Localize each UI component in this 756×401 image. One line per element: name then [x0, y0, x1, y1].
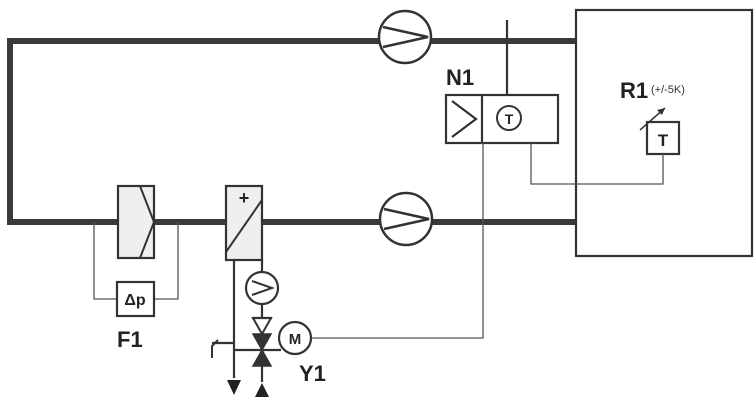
- f1-label: F1: [117, 327, 143, 352]
- n1-temperature-controller: T N1: [444, 20, 560, 145]
- r1-symbol: T: [658, 131, 669, 150]
- fan-top-icon: [377, 9, 433, 65]
- check-valve-icon: [251, 317, 273, 337]
- r1-label: R1: [620, 78, 648, 103]
- motor-icon: [277, 320, 313, 356]
- signal-n1-to-motor: [312, 143, 484, 339]
- f1-symbol: Δp: [124, 292, 146, 309]
- flow-out-arrow-icon: [227, 380, 241, 395]
- signal-r1-to-n1: [530, 143, 664, 185]
- motor-symbol: M: [289, 331, 302, 348]
- flow-in-arrow-icon: [255, 383, 269, 397]
- f1-box: [115, 280, 156, 318]
- f1-tap-left: [93, 222, 117, 300]
- fan-bottom-icon: [378, 191, 434, 247]
- signal-lines: [312, 143, 664, 339]
- water-circuit: [211, 260, 281, 397]
- r1-range-label: (+/-5K): [651, 84, 685, 96]
- y1-label: Y1: [299, 361, 326, 386]
- n1-sensor-symbol: T: [505, 111, 514, 127]
- filter: [116, 184, 156, 260]
- r1-thermostat: R1 (+/-5K) T: [620, 78, 685, 156]
- heater-box: [224, 184, 264, 262]
- heater-coil: +: [224, 184, 264, 262]
- f1-tap-right: [154, 222, 179, 300]
- heater-plus-icon: +: [239, 188, 250, 208]
- r1-box: [645, 120, 681, 156]
- f1-differential-pressure-switch: Δp F1: [93, 222, 179, 352]
- n1-temperature-sensor-icon: [496, 105, 522, 131]
- filter-box: [116, 184, 156, 260]
- main-pipes: [7, 38, 579, 225]
- n1-label: N1: [446, 65, 474, 90]
- motor-actuator: M Y1: [277, 320, 326, 386]
